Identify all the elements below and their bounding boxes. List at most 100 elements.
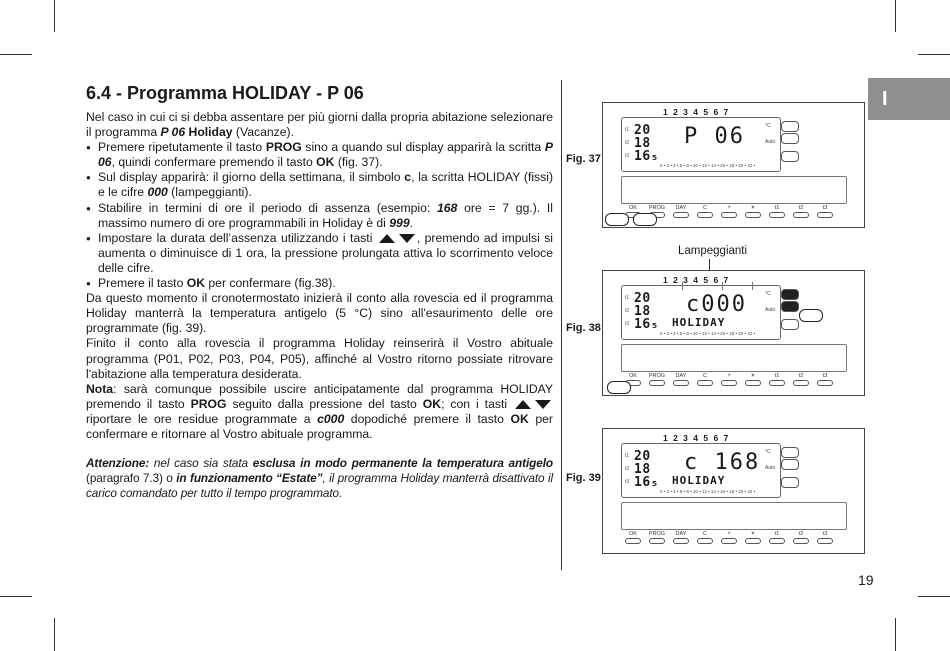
- t1-key[interactable]: t1: [767, 205, 787, 218]
- finger-press-icon: [799, 309, 823, 322]
- unit-label: °C: [765, 123, 771, 129]
- t3-label: t3: [625, 321, 630, 327]
- instruction-list: Premere ripetutamente il tasto PROG sino…: [86, 140, 553, 291]
- thermostat-figure: 1 2 3 4 5 6 7 t1 t2 t3 20 18 16₅ c000 HO…: [602, 270, 865, 396]
- flame-key[interactable]: ⚡: [719, 373, 739, 386]
- t1-label: t1: [625, 127, 630, 133]
- text-column: 6.4 - Programma HOLIDAY - P 06 Nel caso …: [86, 82, 553, 500]
- hour-scale: 0 • 2 • 4 • 6 • 8 • 10 • 12 • 14 • 16 • …: [660, 331, 756, 336]
- t3-key[interactable]: t3: [815, 531, 835, 544]
- list-item: Premere ripetutamente il tasto PROG sino…: [86, 140, 553, 170]
- list-item: Impostare la durata dell’assenza utilizz…: [86, 231, 553, 276]
- auto-label: Auto: [765, 307, 776, 313]
- temp-t3: 16₅: [634, 149, 659, 164]
- c-key[interactable]: C: [695, 205, 715, 218]
- figure-label: Fig. 38: [566, 322, 601, 334]
- down-button[interactable]: [781, 459, 799, 470]
- ok-key[interactable]: OK: [623, 531, 643, 544]
- mode-button[interactable]: [781, 477, 799, 488]
- t3-key[interactable]: t3: [815, 205, 835, 218]
- lcd-main-text: c 168: [684, 450, 761, 475]
- note-paragraph: Nota: sarà comunque possibile uscire ant…: [86, 381, 553, 441]
- t2-label: t2: [625, 308, 630, 314]
- flame-key[interactable]: ⚡: [719, 205, 739, 218]
- t2-key[interactable]: t2: [791, 205, 811, 218]
- figure-label: Fig. 37: [566, 153, 601, 165]
- sun-key[interactable]: ☀: [743, 531, 763, 544]
- flash-ray: [722, 282, 723, 290]
- thermostat-figure: 1 2 3 4 5 6 7 t1 t2 t3 20 18 16₅ P 06 0 …: [602, 102, 865, 228]
- temp-t1: 20: [634, 449, 651, 464]
- c-key[interactable]: C: [695, 531, 715, 544]
- mode-button[interactable]: [781, 151, 799, 162]
- crop-mark: [54, 618, 55, 651]
- t1-label: t1: [625, 295, 630, 301]
- flame-key[interactable]: ⚡: [719, 531, 739, 544]
- c-key[interactable]: C: [695, 373, 715, 386]
- t2-key[interactable]: t2: [791, 531, 811, 544]
- crop-mark: [918, 596, 950, 597]
- lower-panel: [621, 502, 847, 530]
- weekdays: 1 2 3 4 5 6 7: [663, 433, 730, 443]
- lcd-display: t1 t2 t3 20 18 16₅ c000 HOLIDAY 0 • 2 • …: [621, 282, 781, 340]
- lower-panel: [621, 344, 847, 372]
- prog-key[interactable]: PROG: [647, 373, 667, 386]
- lcd-main-text: c000: [686, 292, 747, 317]
- list-item: Premere il tasto OK per confermare (fig.…: [86, 276, 553, 291]
- crop-mark: [895, 618, 896, 651]
- weekdays: 1 2 3 4 5 6 7: [663, 275, 730, 285]
- column-divider: [561, 80, 562, 570]
- arrow-down-icon: [535, 400, 551, 410]
- t2-label: t2: [625, 466, 630, 472]
- up-button[interactable]: [781, 447, 799, 458]
- intro-paragraph: Nel caso in cui ci si debba assentare pe…: [86, 110, 553, 140]
- lcd-scroll-text: HOLIDAY: [672, 316, 726, 329]
- t1-key[interactable]: t1: [767, 373, 787, 386]
- arrow-up-icon: [378, 234, 395, 244]
- day-key[interactable]: DAY: [671, 373, 691, 386]
- page-number: 19: [858, 572, 874, 588]
- crop-mark: [54, 0, 55, 32]
- t2-key[interactable]: t2: [791, 373, 811, 386]
- lower-panel: [621, 176, 847, 204]
- temp-t2: 18: [634, 304, 651, 319]
- up-button[interactable]: [781, 121, 799, 132]
- t2-label: t2: [625, 140, 630, 146]
- callout-label: Lampeggianti: [678, 245, 748, 257]
- temp-t1: 20: [634, 291, 651, 306]
- key-row: OK PROG DAY C ⚡ ☀ t1 t2 t3: [621, 373, 847, 389]
- temp-t3: 16₅: [634, 317, 659, 332]
- down-button[interactable]: [781, 133, 799, 144]
- crop-mark: [0, 54, 32, 55]
- weekdays: 1 2 3 4 5 6 7: [663, 107, 730, 117]
- lcd-scroll-text: HOLIDAY: [672, 474, 726, 487]
- up-button[interactable]: [781, 289, 799, 300]
- finger-press-icon: [633, 213, 657, 226]
- t3-label: t3: [625, 479, 630, 485]
- hour-scale: 0 • 2 • 4 • 6 • 8 • 10 • 12 • 14 • 16 • …: [660, 489, 756, 494]
- lcd-display: t1 t2 t3 20 18 16₅ P 06 0 • 2 • 4 • 6 • …: [621, 117, 781, 172]
- flash-ray: [682, 282, 683, 290]
- down-button[interactable]: [781, 301, 799, 312]
- t1-key[interactable]: t1: [767, 531, 787, 544]
- thermostat-figure: 1 2 3 4 5 6 7 t1 t2 t3 20 18 16₅ c 168 H…: [602, 428, 865, 554]
- crop-mark: [918, 54, 950, 55]
- temp-t1: 20: [634, 123, 651, 138]
- sun-key[interactable]: ☀: [743, 373, 763, 386]
- list-item: Sul display apparirà: il giorno della se…: [86, 170, 553, 200]
- day-key[interactable]: DAY: [671, 205, 691, 218]
- sun-key[interactable]: ☀: [743, 205, 763, 218]
- figure-label: Fig. 39: [566, 472, 601, 484]
- temp-t3: 16₅: [634, 475, 659, 490]
- finger-press-icon: [607, 381, 631, 394]
- prog-key[interactable]: PROG: [647, 531, 667, 544]
- t3-key[interactable]: t3: [815, 373, 835, 386]
- day-key[interactable]: DAY: [671, 531, 691, 544]
- warning-note: Attenzione: nel caso sia stata esclusa i…: [86, 456, 554, 500]
- paragraph: Finito il conto alla rovescia il program…: [86, 336, 553, 381]
- list-item: Stabilire in termini di ore il periodo d…: [86, 201, 553, 231]
- arrow-down-icon: [398, 234, 415, 244]
- lcd-display: t1 t2 t3 20 18 16₅ c 168 HOLIDAY 0 • 2 •…: [621, 443, 781, 498]
- mode-button[interactable]: [781, 319, 799, 330]
- hour-scale: 0 • 2 • 4 • 6 • 8 • 10 • 12 • 14 • 16 • …: [660, 163, 756, 168]
